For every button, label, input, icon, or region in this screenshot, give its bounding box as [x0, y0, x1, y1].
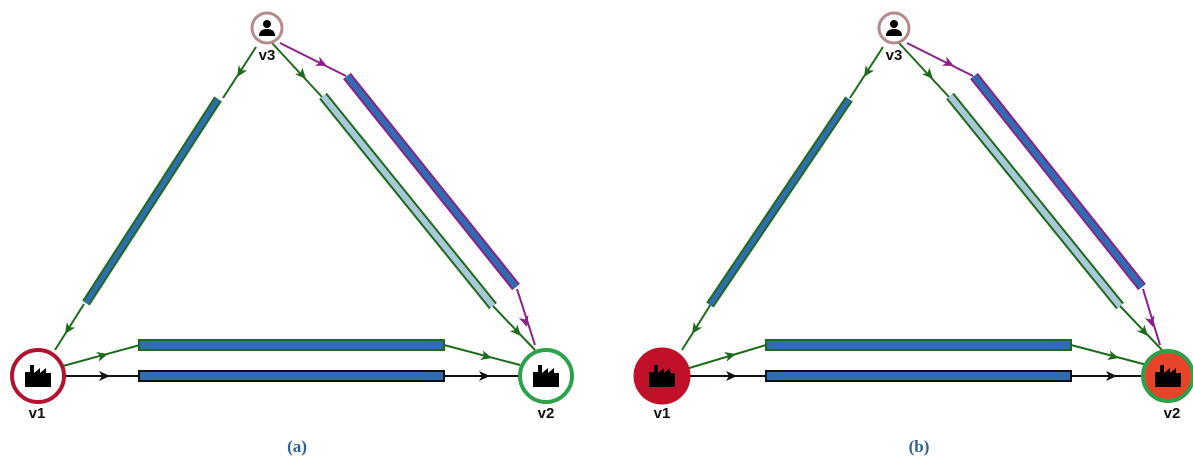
edge-v1-v2-green — [51, 339, 521, 370]
arrowhead — [724, 352, 736, 362]
edge-v3-v1 — [681, 46, 884, 351]
node-v3-label: v3 — [259, 47, 276, 64]
arrowhead — [480, 350, 492, 360]
panel-caption: (a) — [287, 437, 307, 456]
node-v3 — [877, 11, 911, 45]
node-v2-label: v2 — [1164, 405, 1181, 422]
arrowhead — [99, 371, 110, 381]
node-v1 — [633, 347, 691, 405]
edge-v1-v2-black — [66, 370, 518, 382]
arrowhead — [941, 56, 954, 66]
arrowhead — [96, 352, 108, 362]
edge-v1-v2-black — [690, 370, 1145, 382]
edge-v3-v2-green — [271, 42, 536, 351]
node-v3 — [250, 11, 284, 45]
edge-v3-v2-purple — [906, 42, 1161, 346]
flow-bar — [765, 370, 1072, 382]
arrowhead — [237, 65, 248, 77]
flow-bar — [765, 339, 1072, 351]
arrowhead — [1136, 324, 1148, 336]
flow-bar — [138, 370, 445, 382]
edge-v3-v2-purple — [279, 42, 536, 346]
arrowhead — [65, 322, 76, 334]
arrowhead — [1107, 350, 1119, 360]
panel-caption: (b) — [909, 437, 930, 456]
edge-v3-v2-green — [898, 42, 1163, 351]
arrowhead — [509, 324, 521, 336]
arrowhead — [726, 371, 737, 381]
node-v3-label: v3 — [886, 47, 903, 64]
arrowhead — [314, 56, 327, 66]
arrowhead — [921, 67, 933, 79]
node-v2 — [518, 348, 574, 404]
node-v1-label: v1 — [654, 405, 671, 422]
arrowhead — [864, 65, 875, 77]
node-v2 — [1141, 349, 1193, 403]
arrowhead — [479, 371, 490, 381]
node-v1-label: v1 — [29, 405, 46, 422]
flow-bar — [138, 339, 445, 351]
arrowhead — [518, 314, 529, 327]
arrowhead — [692, 322, 703, 334]
edge-v1-v2-green — [685, 339, 1148, 370]
node-v2-label: v2 — [538, 405, 555, 422]
arrowhead — [294, 67, 306, 79]
arrowhead — [1106, 371, 1117, 381]
arrowhead — [1144, 314, 1155, 327]
panel-b: v3 v1 v2 (b) — [633, 11, 1193, 456]
edge-v3-v1 — [54, 46, 257, 351]
panel-a: v3 v1 v2 (a) — [10, 11, 574, 456]
node-v1 — [10, 348, 66, 404]
